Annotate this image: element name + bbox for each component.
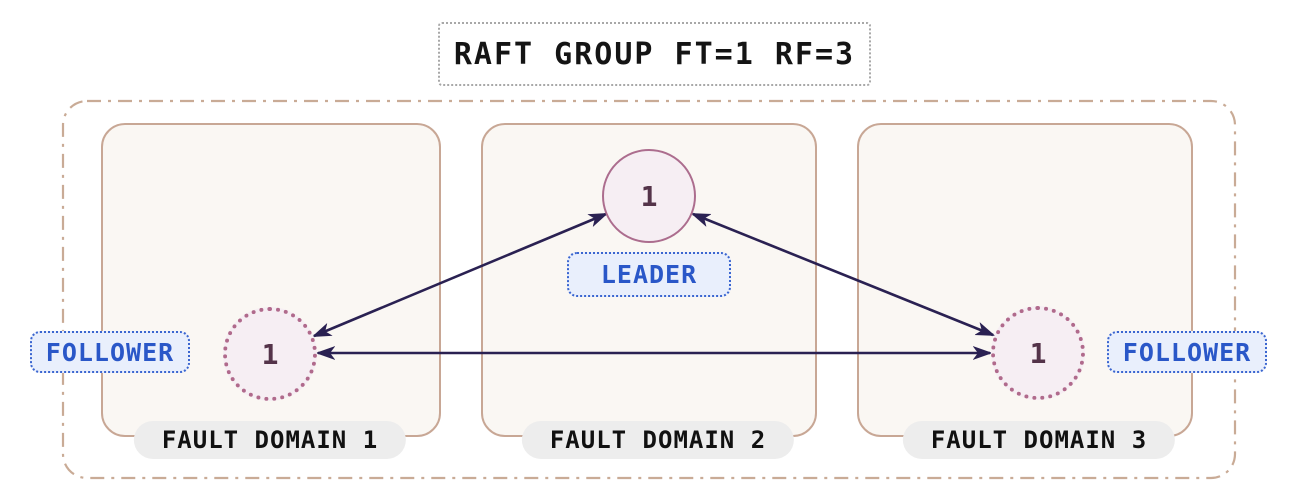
follower-node-left: 1 (223, 307, 317, 401)
leader-role-label: LEADER (600, 260, 698, 289)
fault-domain-2-label: FAULT DOMAIN 2 (521, 421, 795, 459)
follower-right-number: 1 (1029, 336, 1047, 370)
follower-left-number: 1 (261, 337, 279, 371)
follower-left-role-label: FOLLOWER (45, 337, 175, 367)
follower-node-right: 1 (991, 306, 1085, 400)
arrow-follower1-leader (314, 212, 606, 338)
follower-left-role-tag: FOLLOWER (30, 331, 190, 373)
arrow-leader-follower3 (693, 212, 993, 337)
fault-domain-1-label: FAULT DOMAIN 1 (133, 421, 407, 459)
leader-role-tag: LEADER (567, 252, 731, 297)
follower-right-role-label: FOLLOWER (1122, 337, 1252, 367)
raft-group-title: RAFT GROUP FT=1 RF=3 (453, 36, 856, 72)
leader-node: 1 (602, 149, 696, 243)
fault-domain-3-label: FAULT DOMAIN 3 (902, 421, 1176, 459)
follower-right-role-tag: FOLLOWER (1107, 331, 1267, 373)
raft-group-title-box: RAFT GROUP FT=1 RF=3 (438, 22, 871, 86)
raft-group-outer-border (61, 99, 1237, 480)
leader-node-number: 1 (640, 179, 658, 213)
